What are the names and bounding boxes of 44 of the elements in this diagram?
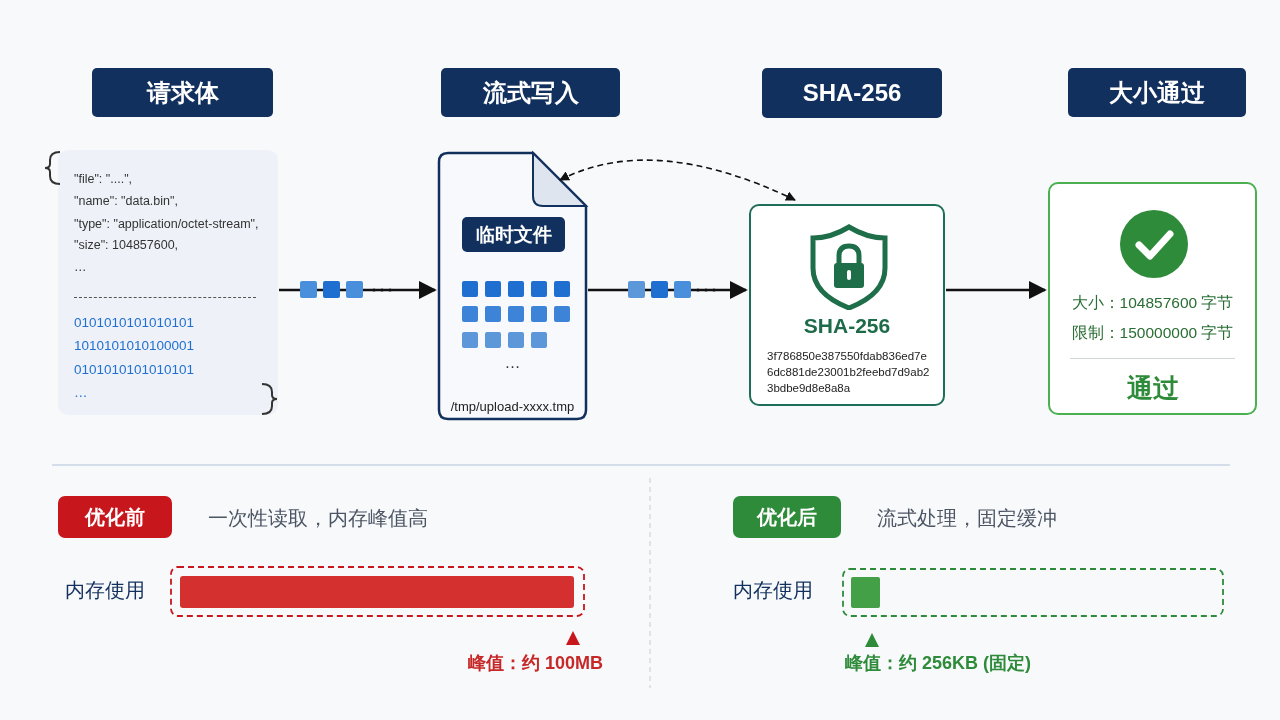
header-title: 请求体 xyxy=(145,77,220,108)
caption-text: 一次性读取，内存峰值高 xyxy=(208,506,428,531)
badge-title: 优化前 xyxy=(84,504,146,530)
row-label: 内存使用 xyxy=(65,578,145,603)
code-line: … xyxy=(74,260,87,274)
dashed-arrow xyxy=(559,159,796,201)
header-box xyxy=(762,68,942,118)
header-title: 大小通过 xyxy=(1108,77,1206,108)
file-badge xyxy=(462,217,565,252)
header-box xyxy=(1068,68,1246,117)
row-label: 内存使用 xyxy=(733,578,813,603)
peak-value: 峰值：约 100MB xyxy=(468,652,604,675)
header-box xyxy=(92,68,273,117)
code-line: "file": "....", xyxy=(74,172,133,186)
result-box xyxy=(1048,182,1257,415)
code-line: "name": "data.bin", xyxy=(74,194,178,208)
file-text: … xyxy=(503,354,522,372)
result-text: 限制：150000000 字节 xyxy=(1070,323,1235,343)
hash-text: 3f786850e387550fdab836ed7e6dc881de23001b2feebd7d9ab23bdbe9d8e8a8a xyxy=(767,349,931,396)
badge-title: 临时文件 xyxy=(474,222,553,247)
result-text: 大小：104857600 字节 xyxy=(1070,293,1235,313)
hash-box xyxy=(749,204,945,406)
status-badge xyxy=(733,496,841,538)
result-text: 通过 xyxy=(1125,372,1180,405)
document-box xyxy=(438,152,587,420)
arrow xyxy=(588,281,748,299)
code-line: 0101010101010101 xyxy=(74,315,195,330)
hash-text: SHA-256 xyxy=(802,314,892,338)
badge-title: 优化后 xyxy=(756,504,818,530)
peak-value: 峰值：约 256KB (固定) xyxy=(845,652,1032,675)
header-title: SHA-256 xyxy=(801,78,903,108)
arrow xyxy=(946,281,1047,299)
caption-text: 流式处理，固定缓冲 xyxy=(877,506,1057,531)
file-text: /tmp/upload-xxxx.tmp xyxy=(449,399,576,414)
code-line: "type": "application/octet-stream", xyxy=(74,217,259,231)
code-line: 0101010101010101 xyxy=(74,362,195,377)
status-badge xyxy=(58,496,172,538)
header-box xyxy=(441,68,620,117)
arrow xyxy=(279,281,437,299)
code-line: "size": 104857600, xyxy=(74,238,179,252)
header-title: 流式写入 xyxy=(481,77,580,108)
code-line: … xyxy=(74,385,88,400)
code-line: 1010101010100001 xyxy=(74,338,195,353)
request-card xyxy=(58,150,278,415)
